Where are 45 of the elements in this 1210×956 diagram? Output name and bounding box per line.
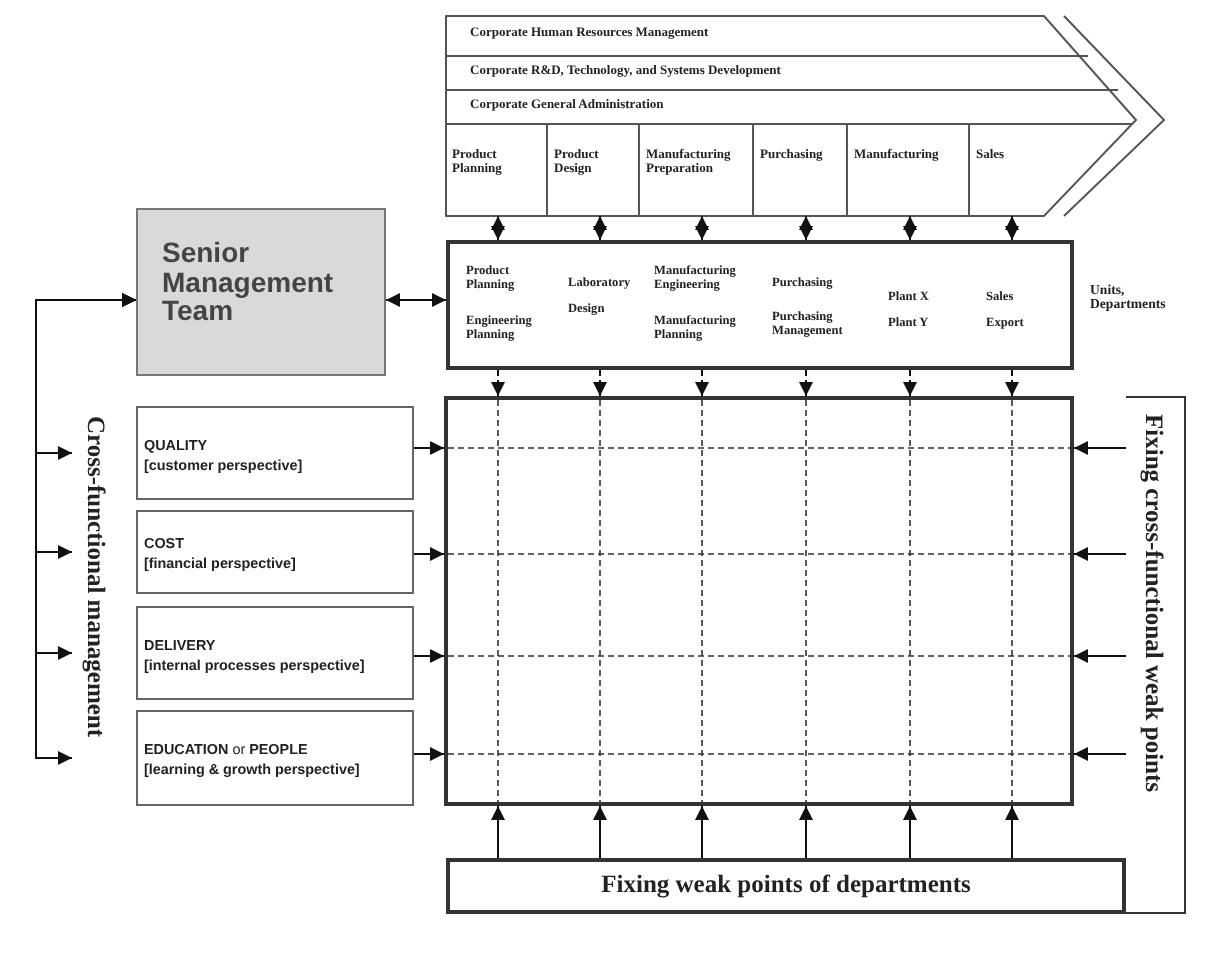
arrow — [903, 805, 917, 859]
function-cell — [640, 124, 754, 216]
perspective-box — [136, 606, 414, 700]
arrow — [413, 547, 445, 561]
arrow — [695, 215, 709, 241]
perspective-box — [136, 710, 414, 806]
arrow — [593, 369, 607, 397]
panel-label: Fixing weak points of departments — [599, 872, 973, 899]
arrow — [413, 747, 445, 761]
bottom-panel — [446, 858, 1126, 914]
arrow — [1073, 649, 1127, 663]
units-panel — [446, 240, 1074, 370]
arrow — [491, 369, 505, 397]
arrow — [695, 369, 709, 397]
panel-label: Fixing cross-functional weak points — [1140, 414, 1167, 793]
arrow — [903, 215, 917, 241]
arrow — [1005, 805, 1019, 859]
arrow — [413, 441, 445, 455]
arrow — [799, 215, 813, 241]
team-label: Senior Management Team — [162, 238, 336, 327]
arrow — [1073, 747, 1127, 761]
function-cell — [848, 124, 970, 216]
side-heading: Cross-functional management — [82, 416, 109, 738]
arrow — [35, 293, 137, 765]
arrow — [1005, 369, 1019, 397]
function-cell — [548, 124, 640, 216]
function-cell — [446, 124, 548, 216]
arrow — [593, 215, 607, 241]
function-cell — [754, 124, 848, 216]
arrow — [593, 805, 607, 859]
arrow — [1073, 441, 1127, 455]
arrow — [799, 805, 813, 859]
arrow — [695, 805, 709, 859]
arrow — [385, 293, 447, 307]
team-box — [136, 208, 386, 376]
arrow — [903, 369, 917, 397]
arrow — [1073, 547, 1127, 561]
arrow — [1005, 215, 1019, 241]
arrow — [799, 369, 813, 397]
arrow — [491, 805, 505, 859]
side-panel — [1126, 396, 1186, 914]
arrow — [491, 215, 505, 241]
arrow — [413, 649, 445, 663]
perspective-box — [136, 406, 414, 500]
perspective-box — [136, 510, 414, 594]
